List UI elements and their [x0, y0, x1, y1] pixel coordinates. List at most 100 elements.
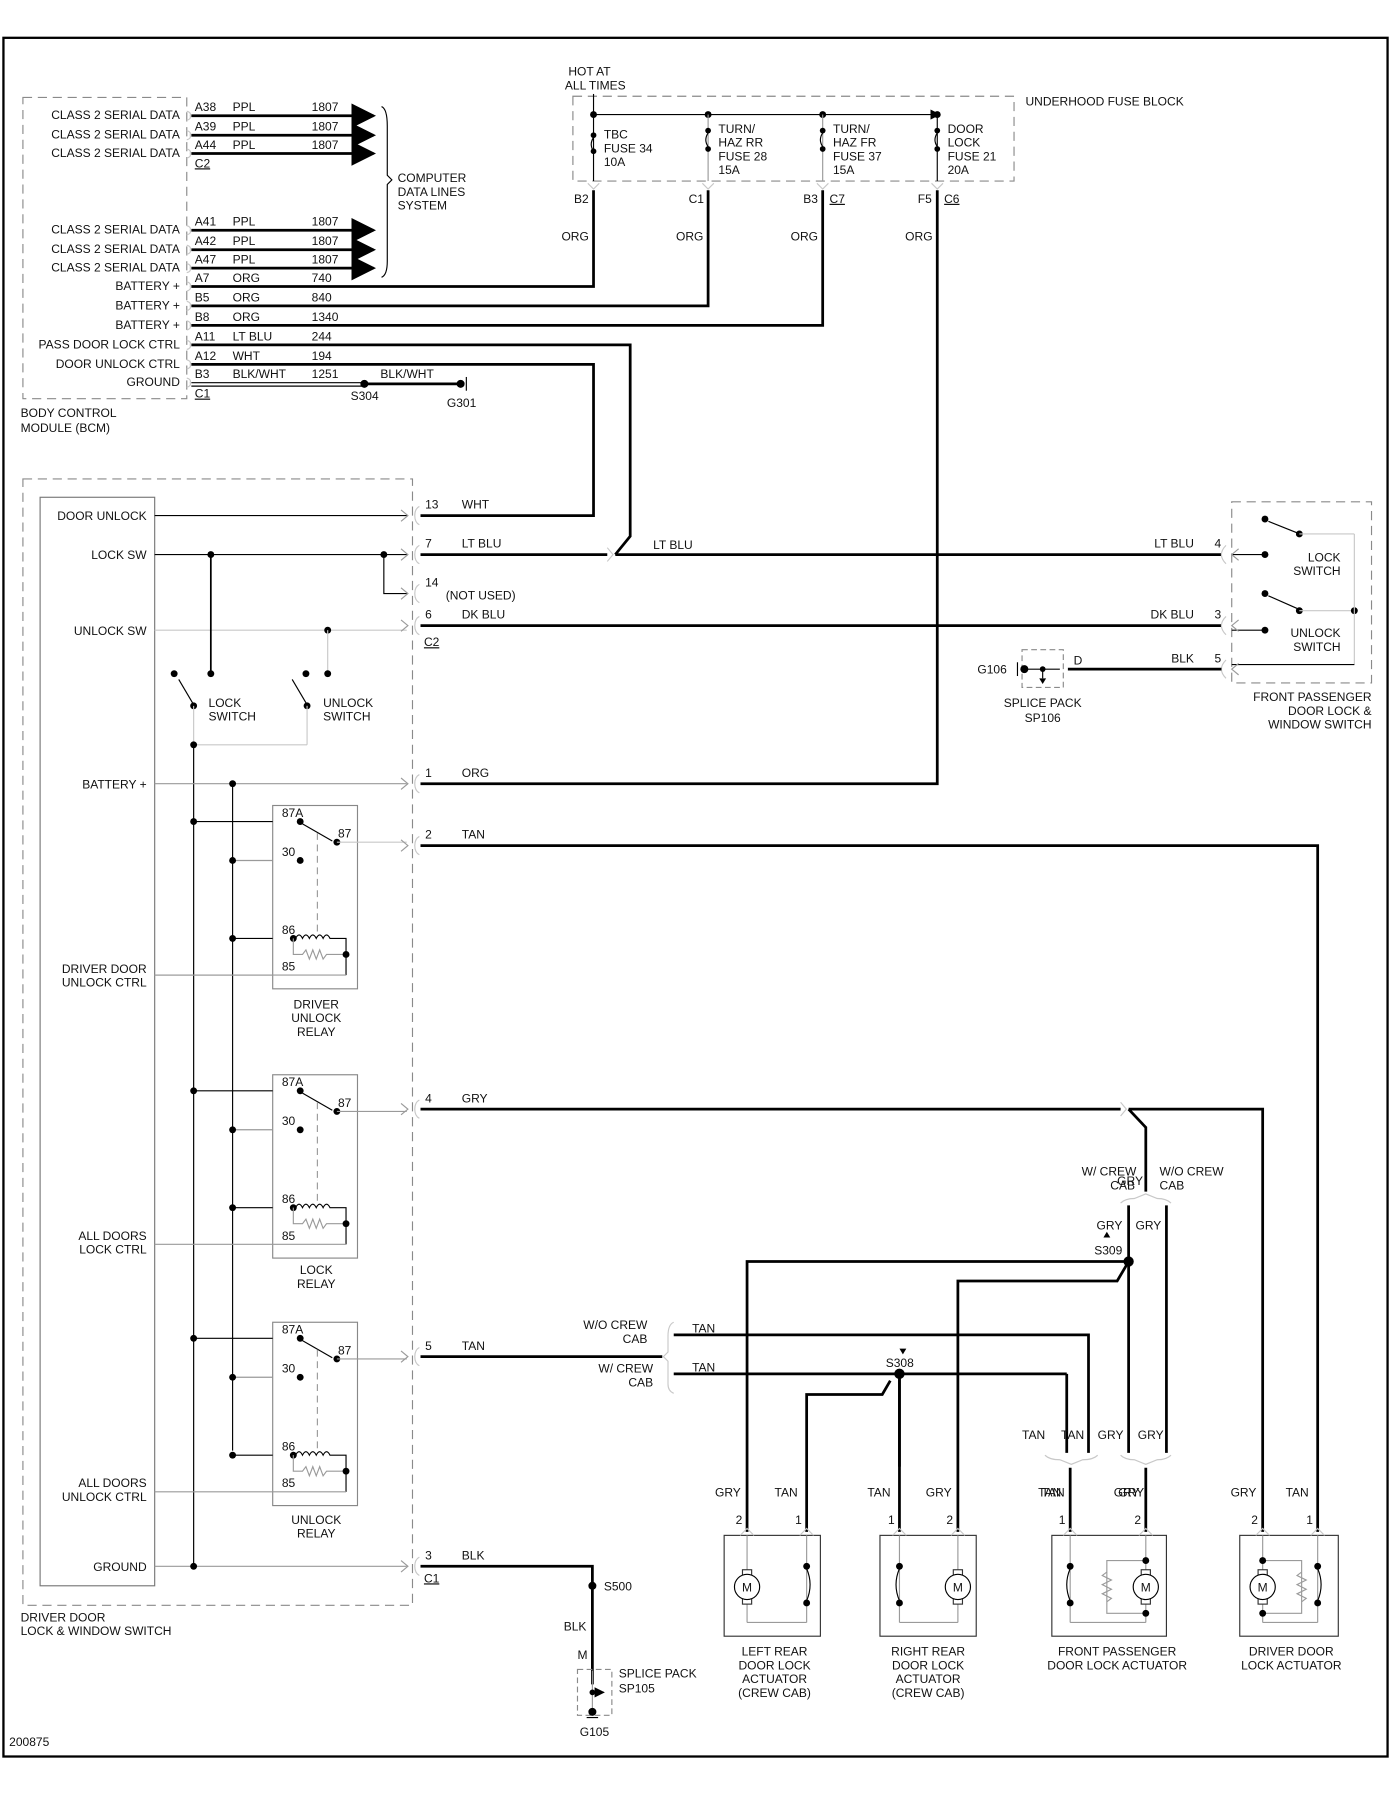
fuse-wire-color: ORG — [561, 230, 588, 244]
resistor-icon — [1295, 1571, 1308, 1603]
terminal-85: 85 — [282, 1476, 296, 1490]
bcm-circuit-number: 1807 — [312, 138, 339, 152]
tan-wocrew-lower: TAN — [1022, 1428, 1045, 1442]
actuator-wire-color: GRY — [926, 1485, 952, 1499]
label-all-lock-ctrl-1: ALL DOORS — [78, 1229, 146, 1243]
driver-pin-number: 4 — [425, 1091, 432, 1105]
terminal-87a: 87A — [282, 806, 303, 820]
bcm-pin-number: A44 — [195, 138, 217, 152]
sp105-pin-m: M — [577, 1648, 587, 1662]
bcm-circuit-number: 244 — [312, 329, 332, 343]
terminal-86: 86 — [282, 1192, 296, 1206]
bcm-pin-number: B5 — [195, 290, 210, 304]
bcm-pin-number: A47 — [195, 253, 217, 267]
motor-label: M — [1258, 1581, 1268, 1595]
terminal-30: 30 — [282, 1362, 296, 1376]
bcm-pin-label: CLASS 2 SERIAL DATA — [51, 223, 180, 237]
label-driver-unlock-ctrl-2: UNLOCK CTRL — [62, 976, 147, 990]
actuator-pin-number: 1 — [1059, 1513, 1066, 1527]
fuse-name-line: 15A — [718, 163, 739, 177]
terminal-87a: 87A — [282, 1075, 303, 1089]
bcm-pin-label: CLASS 2 SERIAL DATA — [51, 128, 180, 142]
splice-s309-label: S309 — [1094, 1244, 1122, 1258]
relay-resistor-icon — [292, 1207, 347, 1230]
fuse-name-line: HAZ RR — [718, 136, 763, 150]
bcm-wire-color: PPL — [233, 234, 256, 248]
passenger-switch-title-2: DOOR LOCK & — [1288, 704, 1371, 718]
label-ground: GROUND — [93, 1560, 147, 1574]
driver-pin-number: 3 — [425, 1548, 432, 1562]
relay-coil-icon — [295, 1451, 347, 1492]
ground-g301-label: G301 — [447, 396, 477, 410]
data-lines-label-3: SYSTEM — [398, 199, 447, 213]
actuator-pin-number: 2 — [736, 1513, 743, 1527]
driver-pin-number: 2 — [425, 828, 432, 842]
lock-switch-label-2: SWITCH — [209, 710, 256, 724]
bcm-circuit-number: 740 — [312, 271, 332, 285]
terminal-87: 87 — [338, 1343, 352, 1357]
front-passenger-door-lock-window-switch: FRONT PASSENGER DOOR LOCK & WINDOW SWITC… — [977, 501, 1373, 732]
actuator-pin-number: 1 — [1306, 1513, 1313, 1527]
relay-resistor-icon — [292, 1455, 347, 1478]
relay-name: LOCK — [300, 1263, 333, 1277]
motor-icon — [1249, 1573, 1276, 1601]
actuator-name: ACTUATOR — [742, 1672, 807, 1686]
fuse-name-line: FUSE 28 — [718, 149, 767, 163]
bcm-circuit-number: 1251 — [312, 367, 339, 381]
driver-connector-c1: C1 — [424, 1571, 440, 1585]
terminal-30: 30 — [282, 1114, 296, 1128]
actuator-wire-color: TAN — [1286, 1485, 1309, 1499]
terminal-87: 87 — [338, 827, 352, 841]
fuse-connector: C7 — [830, 192, 846, 206]
bcm-circuit-number: 1807 — [312, 100, 339, 114]
sp106-label-2: SP106 — [1025, 711, 1061, 725]
actuator-switch-icon — [1317, 1568, 1322, 1601]
passenger-pin-number: 4 — [1215, 537, 1222, 551]
passenger-switch-title-1: FRONT PASSENGER — [1253, 690, 1372, 704]
gry-wcrew-lower: GRY — [1098, 1428, 1124, 1442]
bcm-title-line2: MODULE (BCM) — [21, 421, 110, 435]
hot-at-label-2: ALL TIMES — [565, 78, 626, 92]
bcm-pin-label: GROUND — [126, 375, 180, 389]
splice-s308-label: S308 — [886, 1356, 914, 1370]
bcm-wire-color: PPL — [233, 138, 256, 152]
passenger-unlock-switch-2: SWITCH — [1293, 640, 1340, 654]
gry-wocrew-label: GRY — [1135, 1218, 1161, 1232]
fuse-name-line: LOCK — [948, 136, 981, 150]
actuator-pin-number: 1 — [795, 1513, 802, 1527]
bcm-pin-number: A7 — [195, 271, 210, 285]
bcm-pin-number: A39 — [195, 120, 217, 134]
fuse-icon — [934, 132, 938, 147]
actuator-name: (CREW CAB) — [738, 1686, 811, 1700]
driver-switch-title-1: DRIVER DOOR — [21, 1610, 106, 1624]
ground-g106-label: G106 — [977, 663, 1007, 677]
sp106-label-1: SPLICE PACK — [1004, 696, 1082, 710]
fuse-name-line: 15A — [833, 163, 854, 177]
driver-pin-number: 1 — [425, 766, 432, 780]
bcm-pin-label: BATTERY + — [115, 298, 179, 312]
bcm-pin-label: CLASS 2 SERIAL DATA — [51, 261, 180, 275]
actuator-name: LEFT REAR — [742, 1645, 808, 1659]
actuator-pin-number: 1 — [888, 1513, 895, 1527]
actuator-name: DOOR LOCK — [892, 1658, 964, 1672]
terminal-87: 87 — [338, 1096, 352, 1110]
ground-wire-color: BLK/WHT — [380, 367, 434, 381]
bcm-circuit-number: 1807 — [312, 215, 339, 229]
relay-coil-icon — [295, 1203, 347, 1245]
bcm-pin-number: B3 — [195, 367, 210, 381]
bcm-circuit-number: 1807 — [312, 120, 339, 134]
driver-door-lock-window-switch: DRIVER DOOR LOCK & WINDOW SWITCH DOOR UN… — [21, 478, 516, 1638]
w-crew-tan-label-2: CAB — [628, 1375, 653, 1389]
passenger-pin-number: 3 — [1215, 608, 1222, 622]
fuse-icon — [705, 132, 709, 147]
bcm-wire-color: WHT — [233, 349, 261, 363]
actuator-name: FRONT PASSENGER — [1058, 1645, 1177, 1659]
motor-icon — [944, 1573, 972, 1601]
bcm-pin-number: A38 — [195, 100, 217, 114]
bcm-pin-number: B8 — [195, 310, 210, 324]
bcm-circuit-number: 1807 — [312, 253, 339, 267]
fuse-name-line: FUSE 21 — [948, 149, 997, 163]
